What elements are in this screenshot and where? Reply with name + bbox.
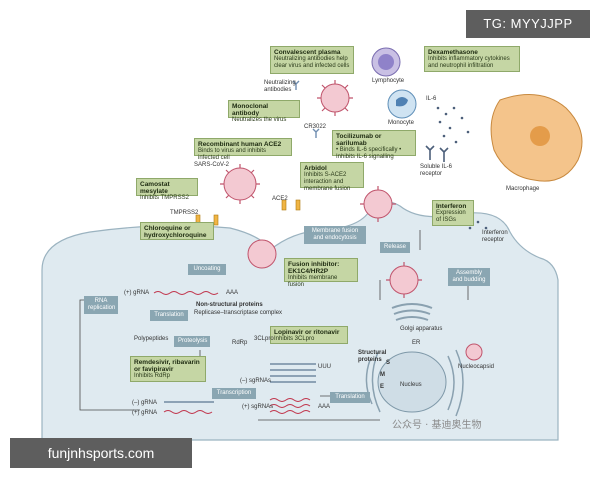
remdesivir-text: Inhibits RdRp xyxy=(134,373,171,379)
nsp-sub-label: Replicase–transcriptase complex xyxy=(194,310,283,316)
endoplasmic-reticulum xyxy=(365,349,464,417)
watermark-wechat: 公众号 · 基迪奥生物 xyxy=(392,420,482,431)
camostat-title: Camostat mesylate xyxy=(140,181,170,195)
ace2-label: ACE2 xyxy=(272,196,288,202)
golgi-label: Golgi apparatus xyxy=(400,326,443,332)
monocyte-label: Monocyte xyxy=(388,120,415,126)
ace2-title: Recombinant human ACE2 xyxy=(198,141,282,148)
interferon-title: Interferon xyxy=(436,203,467,210)
tmprss2-label: TMPRSS2 xyxy=(170,210,199,216)
er-label: ER xyxy=(412,340,421,346)
chloroquine-title: Chloroquine or hydroxychloroquine xyxy=(144,225,207,239)
il6-label: IL-6 xyxy=(426,96,437,102)
3clpro-label: 3CLpro xyxy=(254,336,274,342)
macrophage-label: Macrophage xyxy=(506,186,540,192)
arbidol-title: Arbidol xyxy=(304,165,327,172)
interferon-text: Expression of ISGs xyxy=(436,210,466,223)
assembly-tag: Assembly and budding xyxy=(448,268,490,286)
monoclonal-title: Monoclonal antibody xyxy=(232,103,269,117)
remdesivir-box: Remdesivir, ribavarin or favipiravir Inh… xyxy=(130,356,206,382)
golgi-apparatus xyxy=(391,303,433,321)
lopinavir-box: Lopinavir or ritonavir Inhibits 3CLpro xyxy=(270,326,348,344)
nucleocapsid-shape xyxy=(465,343,483,361)
rna-replication-tag: RNA replication xyxy=(84,296,118,314)
plus-sgrnas-label: (+) sgRNAs xyxy=(242,404,274,410)
il6-dots xyxy=(436,106,488,230)
aaa-top-label: AAA xyxy=(226,290,239,296)
dexamethasone-text: Inhibits inflammatory cytokines and neut… xyxy=(428,56,510,69)
tocilizumab-box: Tocilizumab or sarilumab • Binds IL-6 sp… xyxy=(332,130,416,160)
translation-tag-2: Translation xyxy=(330,392,370,403)
proteolysis-tag: Proteolysis xyxy=(174,336,210,347)
uncoating-tag: Uncoating xyxy=(188,264,226,275)
host-cell xyxy=(41,201,559,441)
monoclonal-text: Neutralizes the virus xyxy=(232,117,287,123)
nucleocapsid-label: Nucleocapsid xyxy=(458,364,495,370)
sars-cov-2-label: SARS-CoV-2 xyxy=(194,162,230,168)
e-protein-label: E xyxy=(380,384,385,390)
virus-top xyxy=(320,83,350,113)
convalescent-plasma-box: Convalescent plasma Neutralizing antibod… xyxy=(270,46,354,74)
convalescent-title: Convalescent plasma xyxy=(274,49,341,56)
membrane-receptors xyxy=(195,199,301,226)
fusion-text: Inhibits membrane fusion xyxy=(288,275,338,288)
polypeptides-label: Polypeptides xyxy=(134,336,169,342)
lopinavir-title: Lopinavir or ritonavir xyxy=(274,329,340,336)
structural-proteins-label: Structural proteins xyxy=(358,350,387,363)
translation-tag-1: Translation xyxy=(150,310,188,321)
neutralizing-antibodies-label: Neutralizing antibodies xyxy=(264,80,296,93)
dexamethasone-title: Dexamethasone xyxy=(428,49,478,56)
minus-sgrnas-label: (–) sgRNAs xyxy=(240,378,272,384)
virus-budding xyxy=(389,265,419,295)
membrane-fusion-tag: Membrane fusion and endocytosis xyxy=(304,226,366,244)
nsp-title-label: Non-structural proteins xyxy=(196,302,263,308)
virus-endosome xyxy=(247,239,277,269)
minus-grna-label: (–) gRNA xyxy=(132,400,158,406)
monoclonal-antibody-box: Monoclonal antibody Neutralizes the viru… xyxy=(228,100,300,123)
lymphocyte-label: Lymphocyte xyxy=(372,78,405,84)
arbidol-box: Arbidol Inhibits S-ACE2 interaction and … xyxy=(300,162,364,192)
rdrp-label: RdRp xyxy=(232,340,248,346)
m-protein-label: M xyxy=(380,372,385,378)
nucleus-label: Nucleus xyxy=(400,382,422,388)
watermark-bottom: funjnhsports.com xyxy=(10,438,192,468)
virus-release xyxy=(363,189,393,219)
cr3022-label: CR3022 xyxy=(304,124,327,130)
interferon-box: Interferon Expression of ISGs xyxy=(432,200,474,226)
dexamethasone-box: Dexamethasone Inhibits inflammatory cyto… xyxy=(424,46,520,72)
rna-strands xyxy=(153,291,316,414)
plus-grna-top-label: (+) gRNA xyxy=(124,290,150,296)
virus-spikes xyxy=(220,80,422,298)
interferon-receptor-label: Interferon receptor xyxy=(482,230,508,243)
recombinant-ace2-box: Recombinant human ACE2 Binds to virus an… xyxy=(194,138,292,161)
chloroquine-box: Chloroquine or hydroxychloroquine xyxy=(140,222,214,240)
aaa-label: AAA xyxy=(318,404,331,410)
il6-receptors xyxy=(425,145,449,162)
soluble-il6-label: Soluble IL-6 receptor xyxy=(420,164,453,177)
release-tag: Release xyxy=(380,242,410,253)
tocilizumab-title: Tocilizumab or sarilumab xyxy=(336,133,382,147)
ace2-text: Binds to virus and inhibits infected cel… xyxy=(198,148,267,161)
fusion-inhibitor-box: Fusion inhibitor: EK1C4/HR2P Inhibits me… xyxy=(284,258,358,288)
plus-grna-label: (+) gRNA xyxy=(132,410,158,416)
transcription-tag: Transcription xyxy=(212,388,256,399)
remdesivir-title: Remdesivir, ribavarin or favipiravir xyxy=(134,359,200,373)
camostat-box: Camostat mesylate Inhibits TMPRSS2 xyxy=(136,178,198,201)
lopinavir-text: Inhibits 3CLpro xyxy=(274,336,315,342)
watermark-top: TG: MYYJJPP xyxy=(466,10,590,38)
fusion-title: Fusion inhibitor: EK1C4/HR2P xyxy=(288,261,340,275)
convalescent-text: Neutralizing antibodies help clear virus… xyxy=(274,56,350,69)
arbidol-text: Inhibits S-ACE2 interaction and membrane… xyxy=(304,172,351,192)
s-protein-label: S xyxy=(386,360,391,366)
nucleus xyxy=(377,351,447,413)
tocilizumab-text: • Binds IL-6 specifically • Inhibits IL-… xyxy=(336,147,402,160)
uuu-label: UUU xyxy=(318,364,331,370)
camostat-text: Inhibits TMPRSS2 xyxy=(140,195,189,201)
